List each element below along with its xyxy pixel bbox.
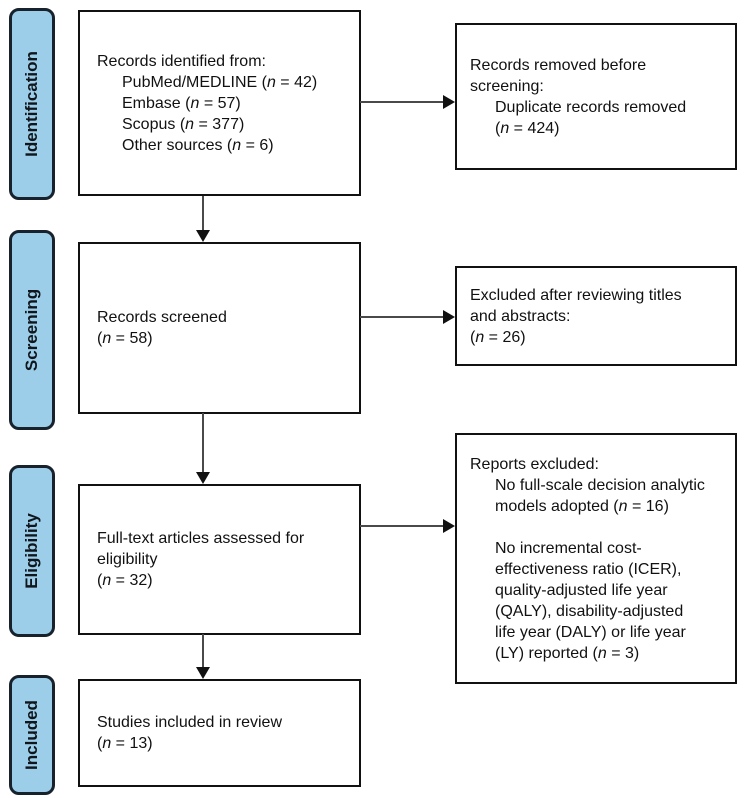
box-text-line: Other sources (n = 6) (122, 136, 274, 154)
arrow-line (360, 101, 444, 103)
box-text-line: effectiveness ratio (ICER), (495, 560, 682, 578)
box-text-line: No incremental cost- (495, 539, 642, 557)
arrow-line (202, 413, 204, 473)
arrowhead-down-icon (196, 230, 210, 242)
box-text-line: Full-text articles assessed for (97, 530, 305, 547)
stage-label-eligibility: Eligibility (22, 513, 41, 589)
box-text-line: quality-adjusted life year (495, 581, 668, 599)
stage-label-identification: Identification (22, 51, 41, 157)
box-text-line: (n = 13) (97, 735, 153, 752)
box-text-line: Records removed before (470, 56, 647, 74)
box-text-line: (n = 26) (470, 328, 526, 346)
box-text-line: Records screened (97, 309, 227, 326)
box-text-line: Embase (n = 57) (122, 94, 241, 112)
box-excluded-titles-abstracts: Excluded after reviewing titles and abst… (455, 266, 737, 366)
stage-label-screening: Screening (22, 288, 41, 372)
box-text-line: (n = 32) (97, 572, 153, 589)
stage-bar-identification: Identification (9, 8, 55, 200)
box-text-line: Records identified from: (97, 52, 266, 70)
box-records-identified: Records identified from: PubMed/MEDLINE … (78, 10, 361, 196)
arrow-line (202, 196, 204, 232)
box-text-line: (n = 424) (495, 119, 560, 137)
arrow-line (360, 316, 444, 318)
stage-bar-eligibility: Eligibility (9, 465, 55, 637)
box-text-line: Scopus (n = 377) (122, 115, 245, 133)
box-studies-included: Studies included in review (n = 13) (78, 679, 361, 787)
stage-label-included: Included (22, 700, 41, 770)
box-text-line: models adopted (n = 16) (495, 497, 669, 515)
box-text-line: (QALY), disability-adjusted (495, 602, 684, 620)
box-fulltext-assessed: Full-text articles assessed for eligibil… (78, 484, 361, 635)
box-text-line: Reports excluded: (470, 455, 599, 473)
box-text-line: (LY) reported (n = 3) (495, 644, 640, 662)
arrowhead-down-icon (196, 667, 210, 679)
box-text-line: PubMed/MEDLINE (n = 42) (122, 73, 318, 91)
arrow-line (202, 634, 204, 668)
box-text-line: eligibility (97, 551, 158, 568)
arrowhead-right-icon (443, 310, 455, 324)
box-text-line (470, 517, 729, 538)
arrowhead-right-icon (443, 95, 455, 109)
box-records-screened: Records screened (n = 58) (78, 242, 361, 414)
box-text-line: and abstracts: (470, 307, 571, 325)
box-records-removed: Records removed before screening: Duplic… (455, 23, 737, 170)
box-text-line: (n = 58) (97, 330, 153, 347)
arrowhead-down-icon (196, 472, 210, 484)
box-reports-excluded: Reports excluded: No full-scale decision… (455, 433, 737, 684)
arrow-line (360, 525, 444, 527)
box-text-line: Excluded after reviewing titles (470, 286, 682, 304)
box-text-line: Studies included in review (97, 714, 282, 731)
box-text-line: No full-scale decision analytic (495, 476, 705, 494)
stage-bar-screening: Screening (9, 230, 55, 430)
box-text-line: screening: (470, 77, 544, 95)
arrowhead-right-icon (443, 519, 455, 533)
box-text-line: Duplicate records removed (495, 98, 687, 116)
stage-bar-included: Included (9, 675, 55, 795)
box-text-line: life year (DALY) or life year (495, 623, 686, 641)
